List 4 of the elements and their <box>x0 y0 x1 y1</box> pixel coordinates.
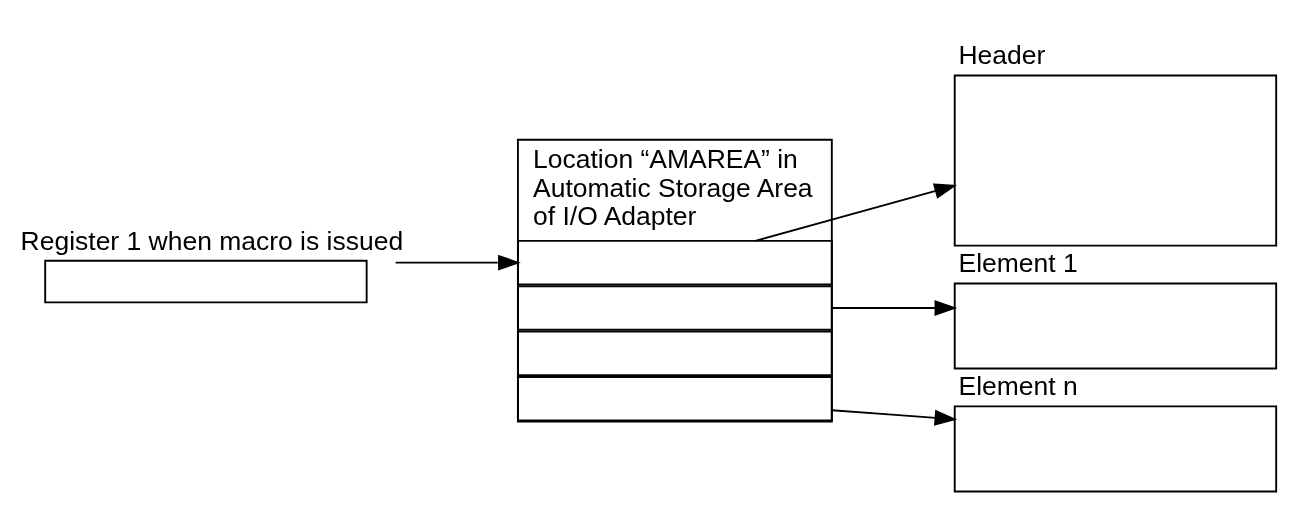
node-label: Header <box>958 39 1046 70</box>
node-label: Element 1 <box>958 247 1078 278</box>
node-label: Register 1 when macro is issued <box>20 225 404 256</box>
node-label: Element n <box>958 370 1078 401</box>
